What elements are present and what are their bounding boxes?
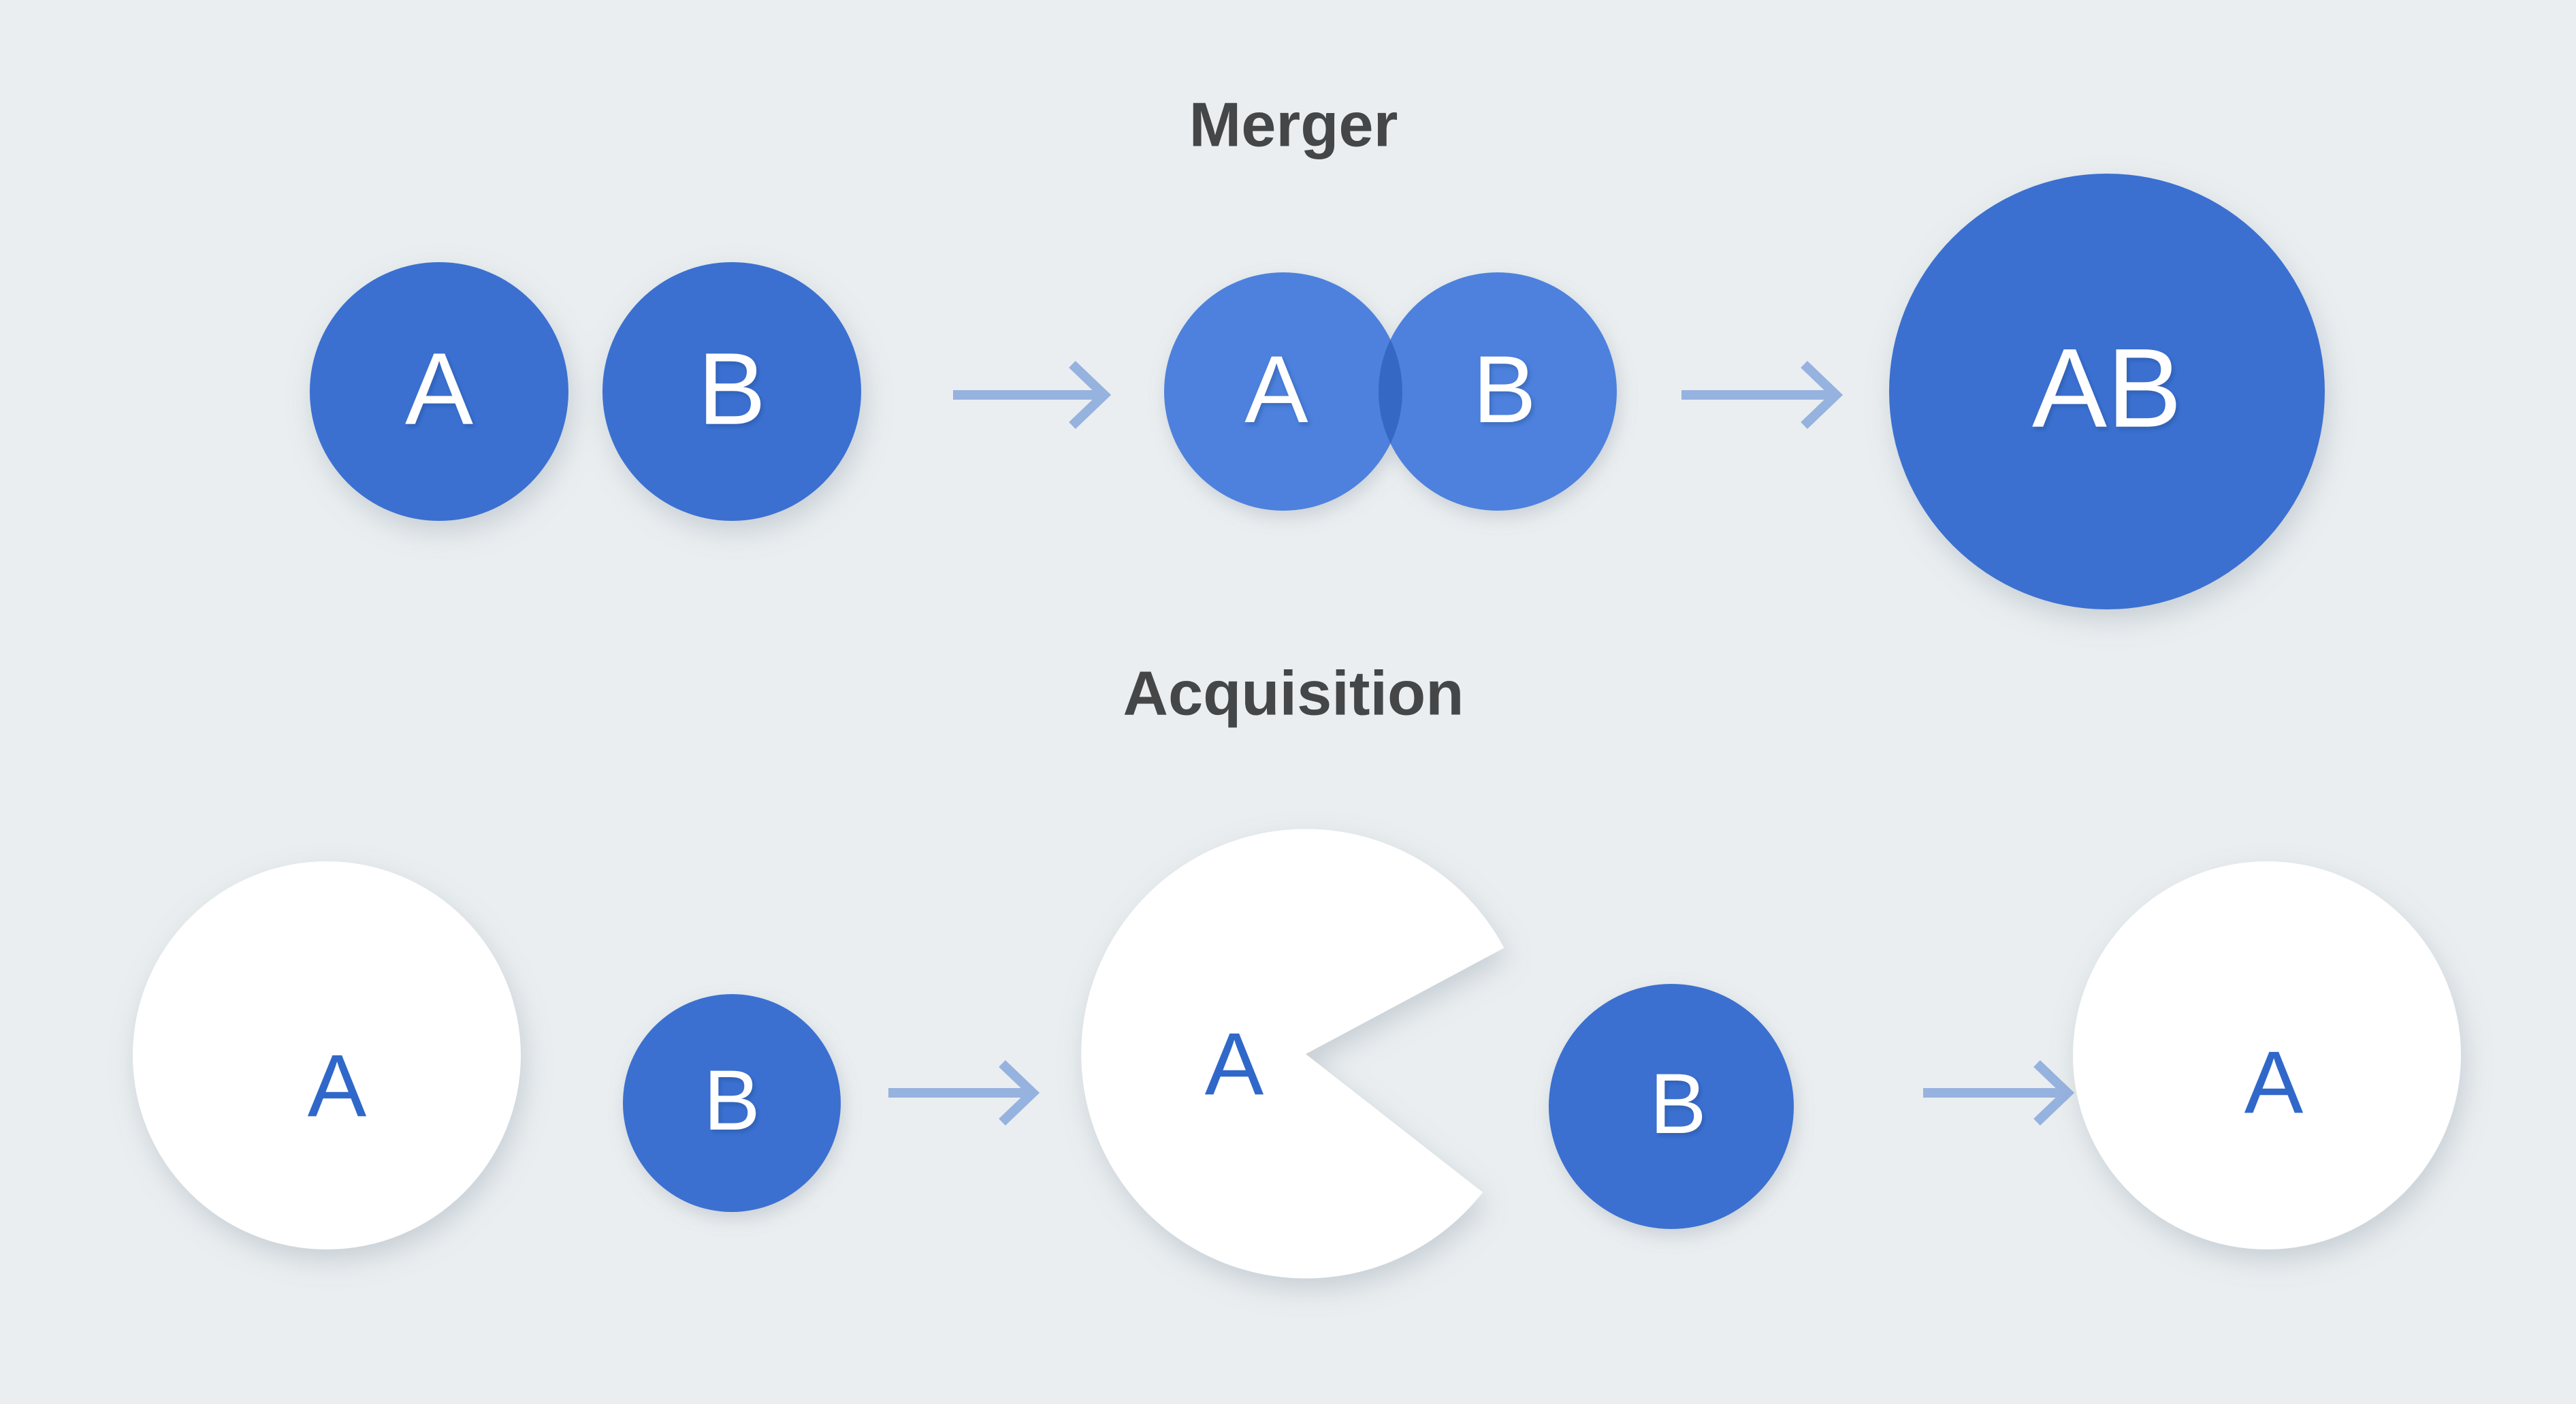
label-b-acq-initial: B [703, 1053, 760, 1148]
circle-a-merger-initial[interactable] [310, 262, 568, 521]
arrow-acquisition-2 [1923, 1059, 2075, 1126]
label-a-acq-pacman: A [1205, 1014, 1264, 1113]
label-b-merger-initial: B [698, 332, 766, 446]
acquisition-step-2-group: A B [1081, 829, 1794, 1279]
merger-title: Merger [1189, 90, 1398, 159]
circle-a-acq-final[interactable] [2073, 861, 2461, 1249]
merger-step-1-group: A B [310, 262, 861, 521]
circle-b-merger-initial[interactable] [602, 262, 861, 521]
section-merger: Merger A B [310, 90, 2325, 609]
label-b-merger-overlap: B [1472, 336, 1536, 443]
circle-b-acq-initial[interactable] [623, 994, 841, 1212]
merger-step-3-group: AB [1889, 174, 2325, 609]
acquisition-step-3-group: A [2073, 861, 2461, 1249]
circle-ab-merged[interactable] [1889, 174, 2325, 609]
arrow-acquisition-1 [888, 1059, 1040, 1126]
label-a-merger-initial: A [405, 332, 473, 446]
circle-b-merger-overlap[interactable] [1379, 272, 1617, 511]
label-a-merger-overlap: A [1244, 336, 1308, 443]
circle-a-acq-pacman[interactable] [1081, 829, 1504, 1279]
label-b-acq-target: B [1649, 1057, 1706, 1151]
circle-b-acq-target[interactable] [1549, 984, 1794, 1229]
acquisition-step-1-group: A B [133, 861, 841, 1249]
merger-step-2-group: A B [1164, 272, 1617, 511]
section-acquisition: Acquisition A B A B [133, 658, 2461, 1279]
arrow-merger-2 [1681, 360, 1844, 430]
label-a-acq-initial: A [308, 1036, 367, 1135]
label-a-acq-final: A [2244, 1032, 2304, 1132]
circle-a-merger-overlap[interactable] [1164, 272, 1402, 511]
acquisition-title: Acquisition [1123, 658, 1464, 728]
circle-a-acq-initial[interactable] [133, 861, 521, 1249]
label-ab-merged: AB [2032, 325, 2182, 451]
arrow-merger-1 [953, 360, 1112, 430]
